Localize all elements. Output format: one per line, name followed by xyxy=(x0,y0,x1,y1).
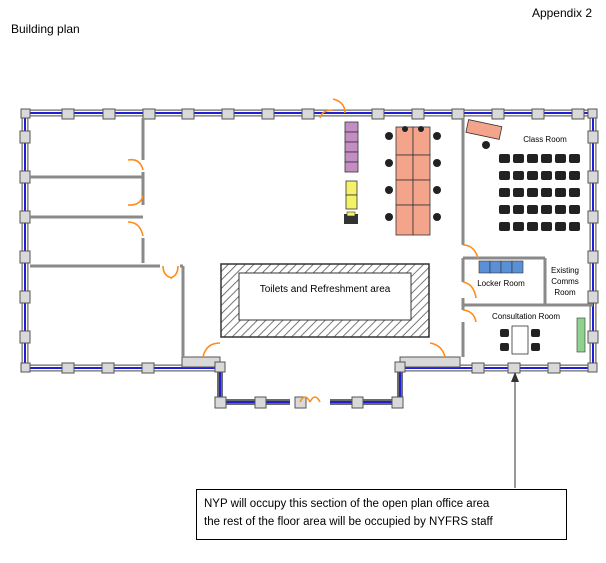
class-seat xyxy=(527,171,538,180)
filing-cabinets xyxy=(344,121,359,210)
class-seat xyxy=(499,171,510,180)
comms-room: Existing Comms Room xyxy=(551,266,579,297)
class-seat xyxy=(499,188,510,197)
class-seat xyxy=(513,154,524,163)
class-seat xyxy=(513,188,524,197)
class-seat xyxy=(541,188,552,197)
toilets-block: Toilets and Refreshment area xyxy=(220,263,430,338)
class-seat xyxy=(569,171,580,180)
pointer-arrow xyxy=(511,372,519,488)
class-seat xyxy=(555,205,566,214)
class-seat xyxy=(555,171,566,180)
occupancy-note: NYP will occupy this section of the open… xyxy=(196,489,567,540)
class-seat xyxy=(555,222,566,231)
toilets-label: Toilets and Refreshment area xyxy=(260,284,391,295)
class-seat xyxy=(555,154,566,163)
class-seat xyxy=(499,154,510,163)
class-seat xyxy=(527,205,538,214)
class-seat xyxy=(513,171,524,180)
class-seat xyxy=(527,222,538,231)
locker-room: Locker Room xyxy=(477,260,525,288)
class-seat xyxy=(569,222,580,231)
consultation-room-label: Consultation Room xyxy=(492,312,560,321)
class-room-seats xyxy=(499,154,580,231)
class-seat xyxy=(527,188,538,197)
class-seat xyxy=(569,205,580,214)
class-room: Class Room xyxy=(465,119,567,149)
locker-room-label: Locker Room xyxy=(477,279,525,288)
doors xyxy=(127,98,479,403)
wall-columns xyxy=(19,108,599,409)
class-seat xyxy=(541,171,552,180)
class-seat xyxy=(569,154,580,163)
note-line-1: NYP will occupy this section of the open… xyxy=(204,498,490,510)
class-seat xyxy=(541,154,552,163)
class-seat xyxy=(527,154,538,163)
class-room-label: Class Room xyxy=(523,135,567,144)
class-seat xyxy=(555,188,566,197)
note-line-2: the rest of the floor area will be occup… xyxy=(204,516,493,528)
consultation-room: Consultation Room xyxy=(492,312,586,355)
page-title: Building plan xyxy=(11,22,80,36)
class-seat xyxy=(541,222,552,231)
interior-partitions xyxy=(30,118,593,357)
desk-cluster xyxy=(395,126,431,236)
comms-room-label-line3: Room xyxy=(554,288,576,297)
class-seat xyxy=(499,222,510,231)
class-seat xyxy=(513,205,524,214)
class-seat xyxy=(499,205,510,214)
class-seat xyxy=(541,205,552,214)
appendix-label: Appendix 2 xyxy=(531,6,592,20)
printer-icon xyxy=(344,211,358,224)
desk-chairs xyxy=(385,126,441,221)
class-seat xyxy=(513,222,524,231)
comms-room-label-line2: Comms xyxy=(551,277,579,286)
class-seat xyxy=(569,188,580,197)
comms-room-label-line1: Existing xyxy=(551,266,579,275)
